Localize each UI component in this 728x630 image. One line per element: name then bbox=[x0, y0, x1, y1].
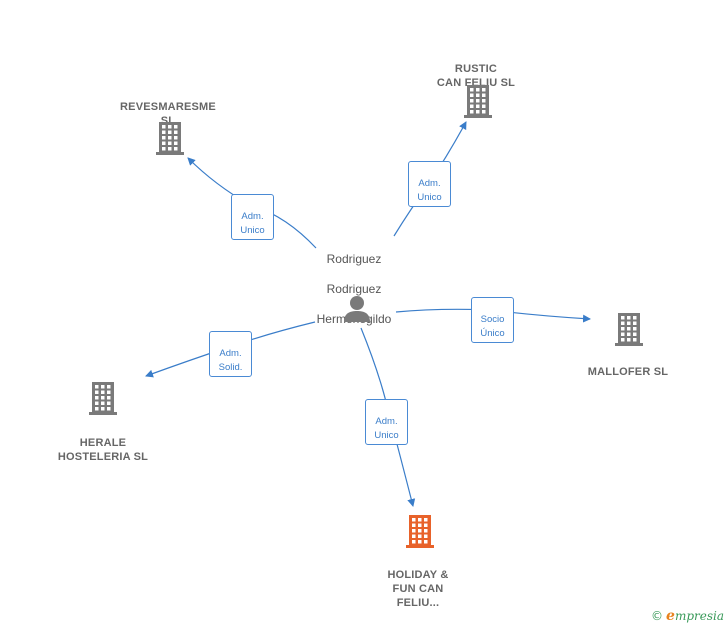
building-icon[interactable] bbox=[404, 513, 436, 554]
empresia-logo: ©empresia bbox=[651, 608, 724, 624]
relation-label-herale: Adm.Solid. bbox=[209, 331, 252, 377]
relation-label-revesmaresme: Adm.Unico bbox=[231, 194, 274, 240]
building-icon[interactable] bbox=[87, 380, 119, 421]
relation-label-holiday: Adm.Unico bbox=[365, 399, 408, 445]
building-icon[interactable] bbox=[462, 83, 494, 124]
building-icon[interactable] bbox=[613, 311, 645, 352]
building-icon[interactable] bbox=[154, 120, 186, 161]
person-icon[interactable] bbox=[342, 294, 372, 329]
company-label-mallofer[interactable]: MALLOFER SL bbox=[587, 366, 669, 378]
relation-label-rustic: Adm.Unico bbox=[408, 161, 451, 207]
